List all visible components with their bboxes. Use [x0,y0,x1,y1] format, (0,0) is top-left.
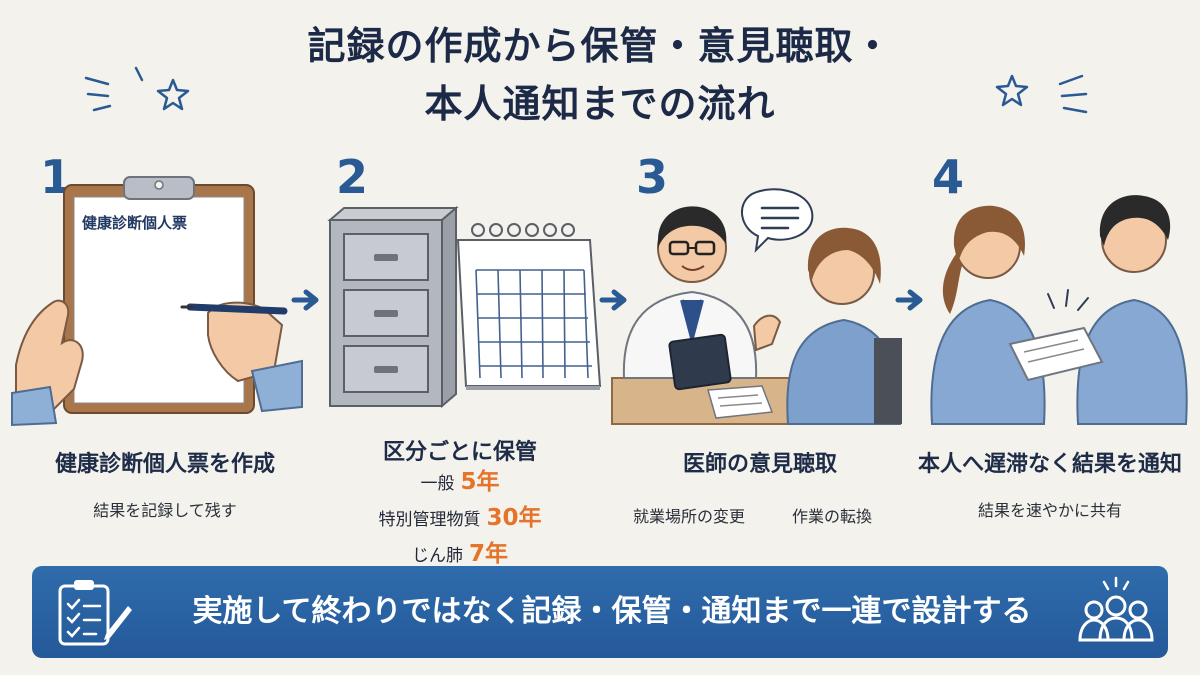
step-3-title: 医師の意見聴取 [682,452,837,477]
arrow-right-icon [291,289,319,311]
page-title-line2: 本人通知までの流れ [424,82,776,126]
retention-value: 5年 [460,469,500,495]
step-1-title: 健康診断個人票を作成 [54,452,275,477]
step-1-subtitle: 結果を記録して残す [93,501,237,520]
step-2-number: 2 [336,150,369,204]
step-4-subtitle: 結果を速やかに共有 [977,501,1122,520]
handover-document-icon [930,195,1188,425]
sparkle-star-right-icon [995,74,1088,114]
form-label: 健康診断個人票 [82,214,188,232]
arrow-right-icon [599,289,627,311]
step-4-number: 4 [932,150,965,204]
summary-banner: 実施して終わりではなく記録・保管・通知まで一連で設計する [32,566,1168,658]
step-3-number: 3 [636,150,669,204]
step-4-title: 本人へ遅滞なく結果を通知 [917,452,1182,477]
step-2-title: 区分ごとに保管 [382,440,537,465]
clipboard-icon [11,176,303,427]
checklist-icon [58,580,132,646]
step-3-subtitle-2: 作業の転換 [791,507,872,526]
team-icon [1078,576,1154,642]
calendar-icon [456,223,602,390]
retention-value: 30年 [486,505,542,531]
arrow-right-icon [895,289,923,311]
sparkle-star-left-icon [84,66,190,112]
step-3-subtitle-1: 就業場所の変更 [632,507,745,526]
doctor-consultation-icon [611,188,902,425]
retention-label: 一般 [420,474,455,494]
retention-label: じん肺 [411,546,463,566]
page-title-line1: 記録の作成から保管・意見聴取・ [307,24,893,68]
banner-text: 実施して終わりではなく記録・保管・通知まで一連で設計する [192,594,1032,629]
filing-cabinet-icon [327,205,459,409]
retention-label: 特別管理物質 [378,510,481,530]
retention-value: 7年 [468,541,508,567]
